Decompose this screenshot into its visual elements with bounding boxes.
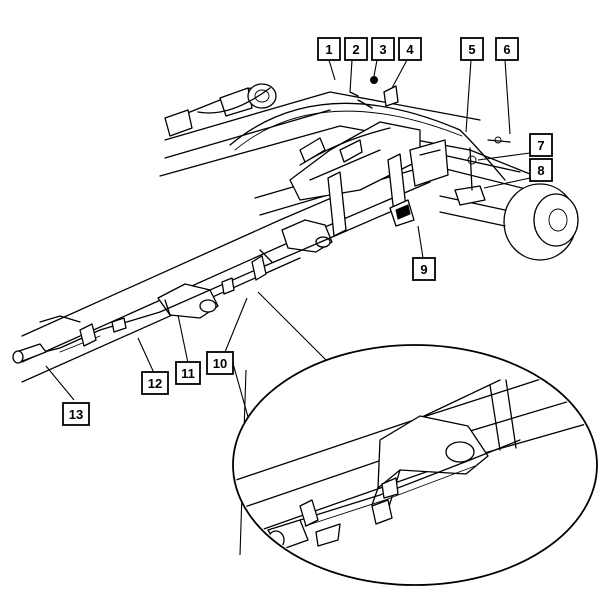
callout-2-label: 2 bbox=[352, 42, 359, 57]
callout-6-label: 6 bbox=[503, 42, 510, 57]
callout-9: 9 bbox=[412, 257, 436, 281]
rear-axle-assembly bbox=[289, 121, 449, 237]
callout-5-label: 5 bbox=[468, 42, 475, 57]
callout-11-label: 11 bbox=[181, 366, 195, 381]
callout-1-label: 1 bbox=[325, 42, 332, 57]
rear-bracket-assembly bbox=[164, 83, 277, 137]
frame-bracket-front bbox=[157, 283, 219, 319]
detail-view bbox=[232, 344, 598, 586]
callout-10: 10 bbox=[206, 351, 234, 375]
callout-12-label: 12 bbox=[148, 376, 162, 391]
front-cable bbox=[12, 199, 415, 364]
callout-8-label: 8 bbox=[537, 163, 544, 178]
callout-12: 12 bbox=[141, 371, 169, 395]
callout-3-label: 3 bbox=[379, 42, 386, 57]
callout-10-label: 10 bbox=[213, 356, 227, 371]
callout-4-label: 4 bbox=[406, 42, 414, 57]
callout-5: 5 bbox=[460, 37, 484, 61]
callout-8: 8 bbox=[529, 158, 553, 182]
callout-13-label: 13 bbox=[69, 407, 83, 422]
callout-11: 11 bbox=[175, 361, 201, 385]
cable-bracket-hardware bbox=[349, 76, 399, 109]
rear-cables bbox=[229, 102, 511, 191]
callout-4: 4 bbox=[398, 37, 422, 61]
callout-1: 1 bbox=[317, 37, 341, 61]
callout-9-label: 9 bbox=[420, 262, 427, 277]
callout-3: 3 bbox=[371, 37, 395, 61]
callout-7-label: 7 bbox=[537, 138, 544, 153]
callout-7: 7 bbox=[529, 133, 553, 157]
callout-13: 13 bbox=[62, 402, 90, 426]
callout-6: 6 bbox=[495, 37, 519, 61]
callout-2: 2 bbox=[344, 37, 368, 61]
brake-drum bbox=[439, 183, 579, 261]
